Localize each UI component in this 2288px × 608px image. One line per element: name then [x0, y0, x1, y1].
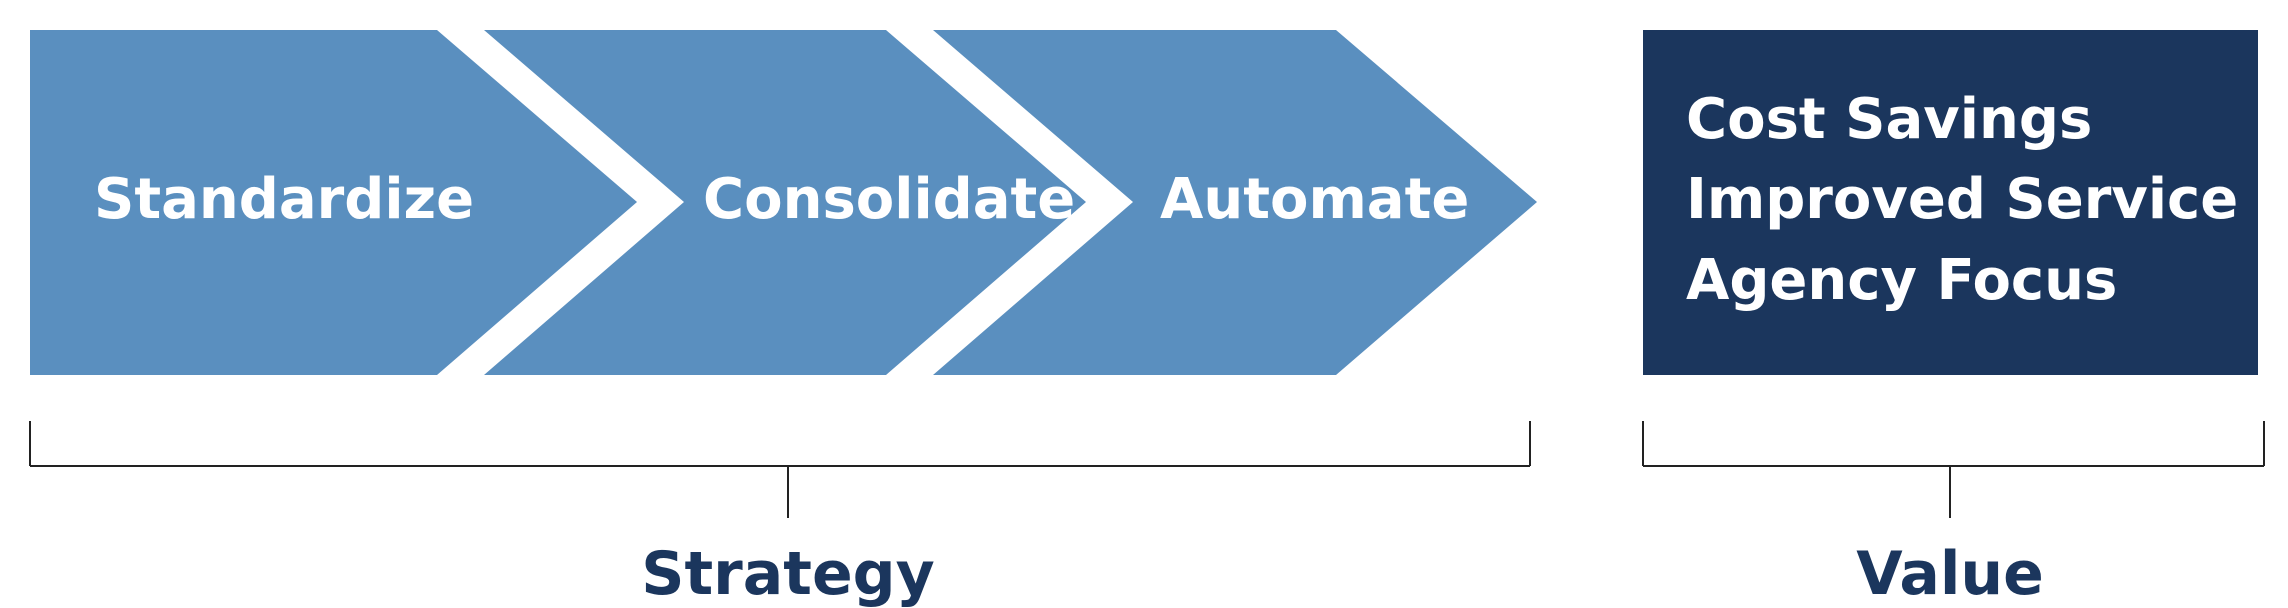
chevron-consolidate [484, 30, 1086, 375]
strategy-bracket [29, 421, 1531, 518]
strategy-caption: Strategy [641, 539, 935, 608]
automate-label: Automate [1160, 167, 1470, 232]
value-item-improved-service: Improved Service [1686, 167, 2239, 232]
chevron-standardize [30, 30, 637, 375]
value-box: Cost Savings Improved Service Agency Foc… [1643, 30, 2258, 375]
standardize-label: Standardize [94, 167, 475, 232]
value-item-cost-savings: Cost Savings [1686, 87, 2093, 152]
value-caption: Value [1856, 539, 2044, 608]
value-bracket [1642, 421, 2265, 518]
consolidate-label: Consolidate [703, 167, 1076, 232]
chevron-automate [933, 30, 1537, 375]
value-item-agency-focus: Agency Focus [1686, 248, 2118, 313]
